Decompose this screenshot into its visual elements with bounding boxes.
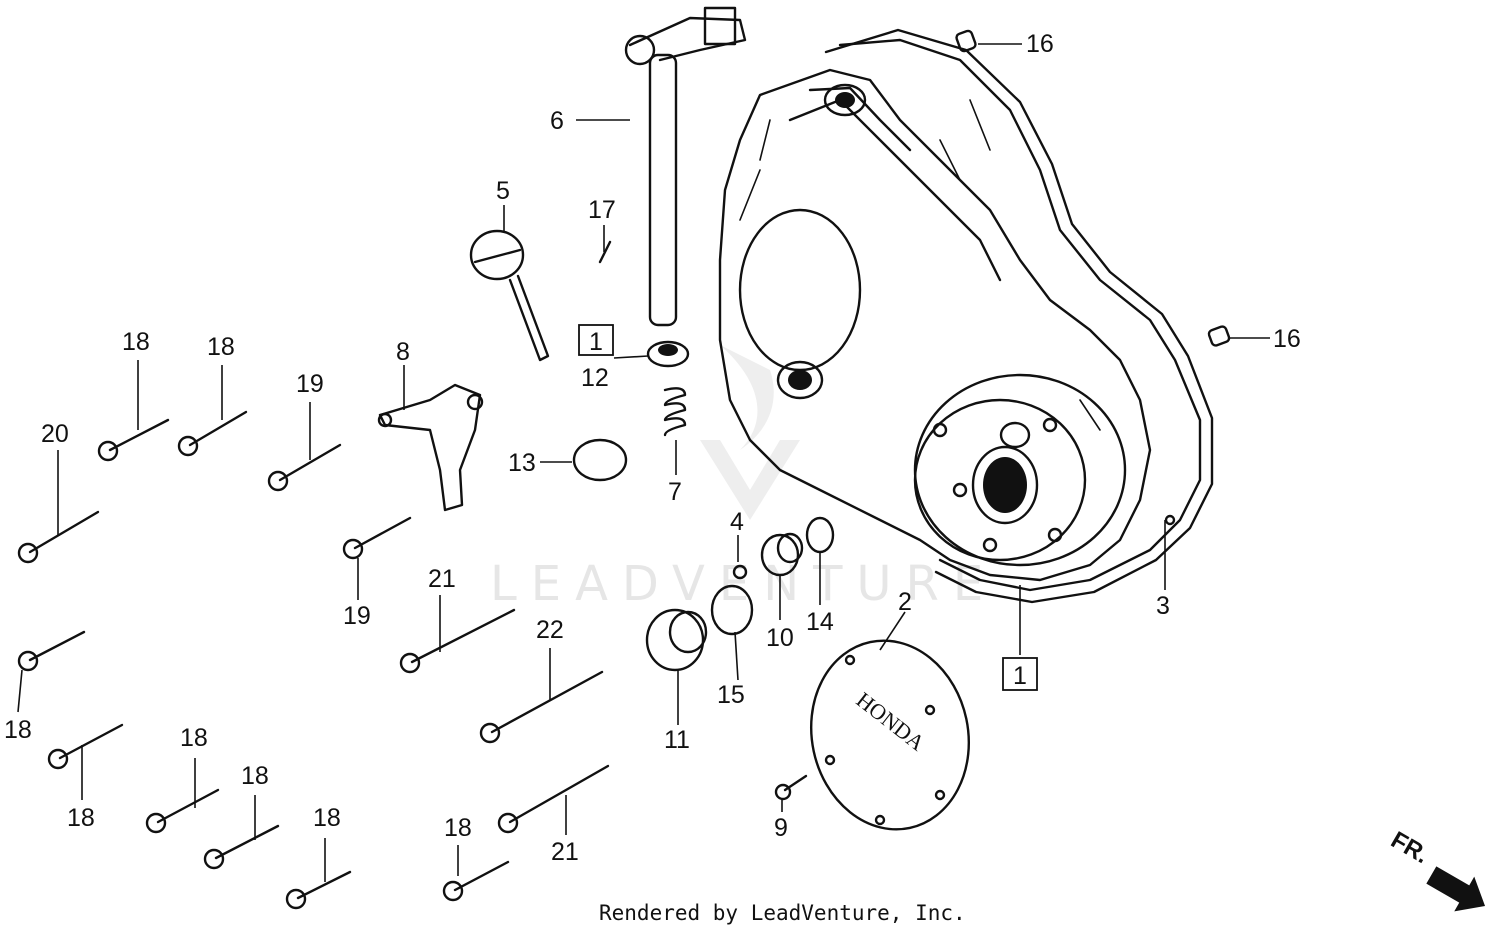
callout-18h: 18: [444, 814, 472, 842]
watermark: LEADVENTURE: [490, 345, 997, 612]
watermark-text: LEADVENTURE: [490, 556, 997, 612]
ref-box-1-upper: [578, 324, 614, 356]
callout-16a: 16: [1026, 30, 1054, 58]
front-direction-label: FR.: [1386, 826, 1433, 869]
callout-14: 14: [806, 608, 834, 636]
callout-19b: 19: [343, 602, 371, 630]
dowel-pin-part-16-top: [955, 29, 977, 53]
front-direction-arrow: [1426, 866, 1486, 912]
callout-22: 22: [536, 616, 564, 644]
callout-20: 20: [41, 420, 69, 448]
callout-18f: 18: [241, 762, 269, 790]
bracket-part-8: [377, 383, 484, 512]
callout-11: 11: [664, 726, 690, 754]
cover-plate-part-2: HONDA: [809, 639, 971, 831]
spring-part-7: [663, 387, 687, 437]
crankcase-cover-part-1: [718, 68, 1152, 582]
callout-17: 17: [588, 196, 616, 224]
callout-19a: 19: [296, 370, 324, 398]
footer-credit: Rendered by LeadVenture, Inc.: [599, 901, 966, 925]
callout-7: 7: [668, 478, 682, 506]
ref-box-1-lower: [1002, 657, 1038, 691]
callout-labels: 1 1 2 3 4 5 6 7 8 9 10 11 12 13 14 15 16…: [4, 30, 1301, 866]
collar-part-12: [646, 340, 690, 368]
callout-18e: 18: [180, 724, 208, 752]
callout-4: 4: [730, 508, 744, 536]
pin-part-17: [598, 240, 612, 264]
callout-1a: 1: [589, 328, 603, 356]
filler-cap-part-5: [469, 229, 550, 362]
shaft-part-6: [624, 6, 747, 327]
callout-18b: 18: [207, 333, 235, 361]
callout-16b: 16: [1273, 325, 1301, 353]
callout-5: 5: [496, 177, 510, 205]
o-ring-part-13: [572, 438, 628, 482]
callout-9: 9: [774, 814, 788, 842]
bolts: [17, 410, 808, 910]
callout-12: 12: [581, 364, 609, 392]
leader-lines: [17, 43, 1270, 882]
cap-part-11: [645, 608, 708, 672]
o-ring-part-15: [710, 584, 754, 636]
o-ring-part-14: [805, 516, 835, 554]
callout-18c: 18: [4, 716, 32, 744]
nut-part-4: [732, 564, 748, 580]
dowel-pin-part-16-right: [1207, 325, 1231, 347]
callout-13: 13: [508, 449, 536, 477]
callout-21a: 21: [428, 565, 456, 593]
callout-18a: 18: [122, 328, 150, 356]
callout-15: 15: [717, 681, 745, 709]
callout-10: 10: [766, 624, 794, 652]
callout-2: 2: [898, 588, 912, 616]
gasket-part-3: [824, 28, 1214, 604]
callout-18d: 18: [67, 804, 95, 832]
cover-logo-text: HONDA: [852, 687, 930, 756]
callout-8: 8: [396, 338, 410, 366]
callout-3: 3: [1156, 592, 1170, 620]
callout-18g: 18: [313, 804, 341, 832]
callout-1b: 1: [1013, 662, 1027, 690]
callout-6: 6: [550, 107, 564, 135]
callout-21b: 21: [551, 838, 579, 866]
